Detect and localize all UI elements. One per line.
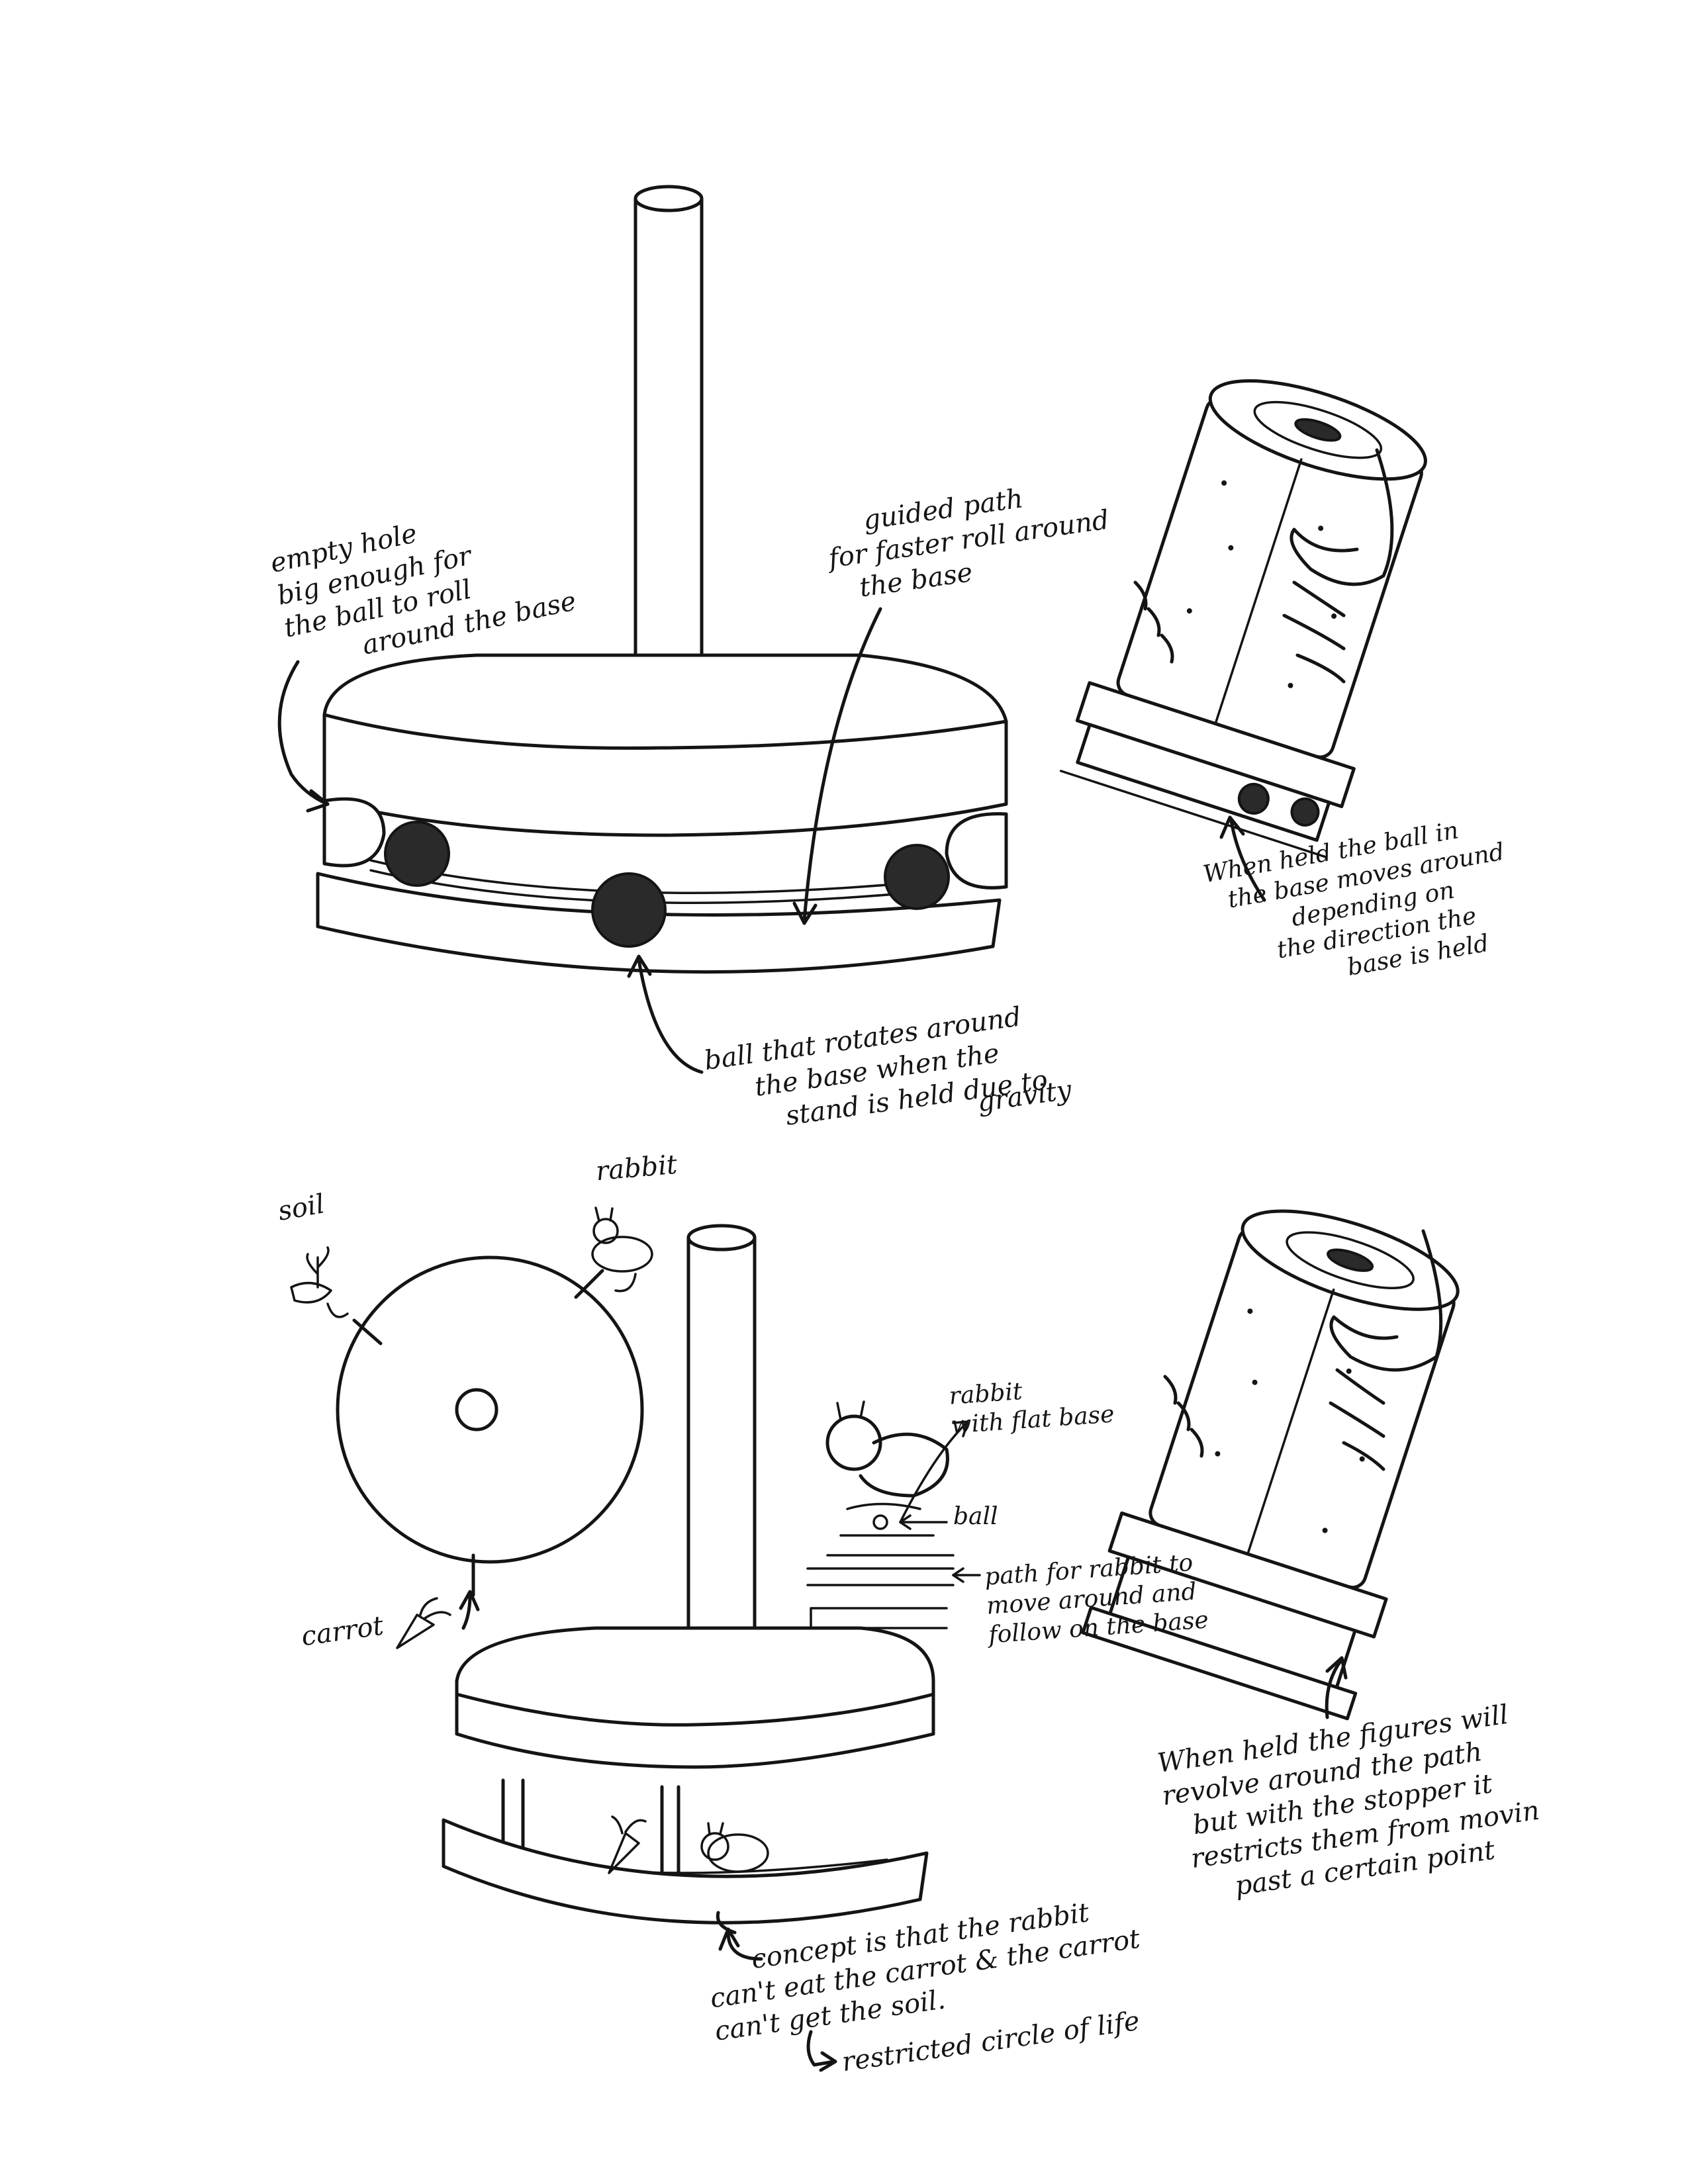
hand-bottom — [1329, 1229, 1443, 1471]
arrow-restricted — [806, 2030, 836, 2067]
arrow-held-ball — [1229, 819, 1266, 902]
top-held-roll-drawing — [1059, 379, 1427, 858]
label-path-for-rabbit: path for rabbit to move around and follo… — [983, 1549, 1210, 1649]
bottom-stand-drawing — [442, 1224, 935, 1934]
fingers-left-bottom — [1163, 1375, 1204, 1458]
label-rabbit: rabbit — [594, 1149, 679, 1187]
top-stand-drawing — [277, 185, 1008, 1074]
label-rabbit-flat-base: rabbit with flat base — [948, 1377, 1115, 1439]
bottom-held-roll-drawing — [1081, 1209, 1460, 1721]
arrow-concept — [726, 1931, 763, 1961]
hand-top — [1282, 448, 1394, 684]
fingers-left-top — [1133, 580, 1174, 664]
arrow-figures — [1325, 1659, 1342, 1719]
circle-of-life-diagram — [290, 1206, 653, 1649]
label-ball: ball — [953, 1503, 998, 1530]
rabbit-ball-mechanism — [806, 1400, 981, 1629]
